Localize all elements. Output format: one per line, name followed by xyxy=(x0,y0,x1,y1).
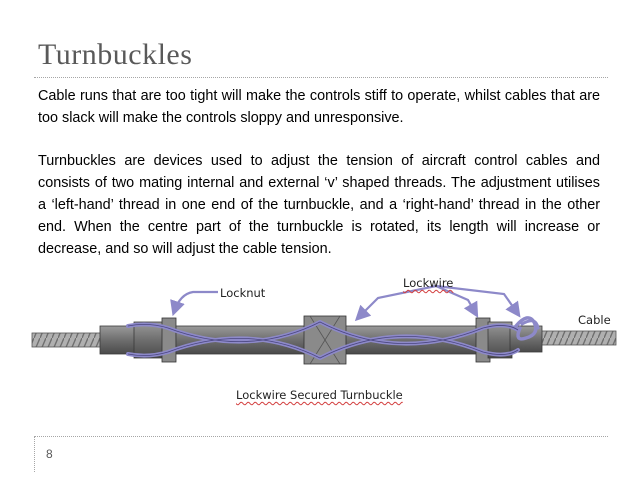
callout-arrows xyxy=(170,284,521,322)
turnbuckle-diagram xyxy=(31,284,617,365)
title-divider xyxy=(34,77,608,78)
paragraph-turnbuckle-description: Turnbuckles are devices used to adjust t… xyxy=(38,153,600,257)
cable-left xyxy=(31,332,103,348)
cable-right xyxy=(539,330,617,346)
label-lockwire: Lockwire xyxy=(403,276,454,290)
footer-tick xyxy=(34,436,35,472)
label-locknut: Locknut xyxy=(220,286,266,300)
footer-divider xyxy=(34,436,608,437)
diagram-caption: Lockwire Secured Turnbuckle xyxy=(236,388,403,402)
label-cable: Cable xyxy=(578,313,611,327)
locknut-left xyxy=(161,317,177,363)
caption-text: Lockwire Secured Turnbuckle xyxy=(236,388,403,402)
paragraph-cable-tension: Cable runs that are too tight will make … xyxy=(38,88,600,126)
page-number: 8 xyxy=(46,447,53,461)
terminal-left xyxy=(99,325,137,355)
slide-title: Turnbuckles xyxy=(38,38,193,71)
